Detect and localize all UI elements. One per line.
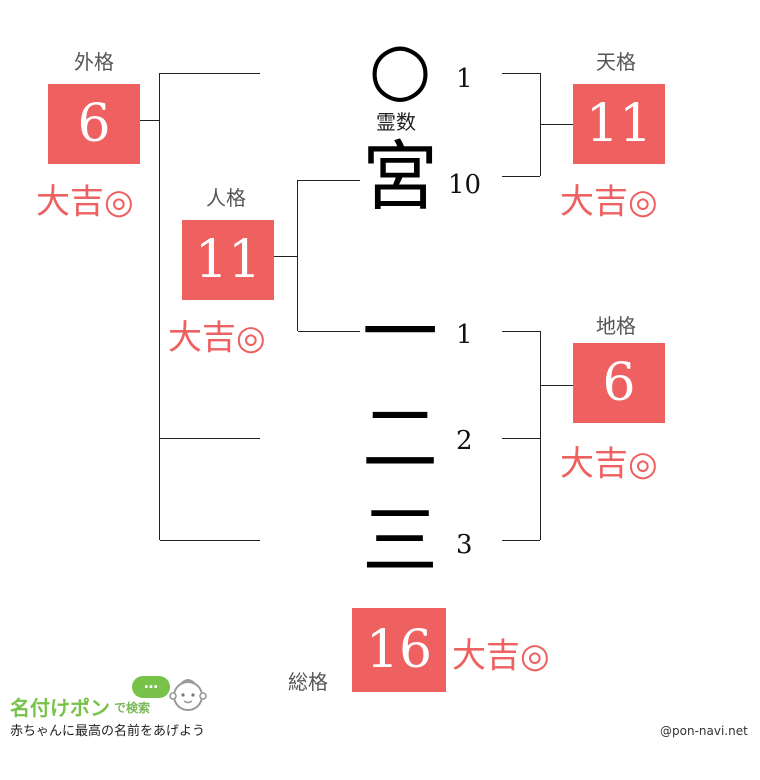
soukaku-value-box: 16 bbox=[352, 608, 446, 692]
chikaku-label: 地格 bbox=[596, 314, 636, 338]
name-char-4: 三 bbox=[362, 496, 438, 585]
jinkaku-value-box: 11 bbox=[182, 220, 274, 300]
name-char-spirit: ○ bbox=[368, 26, 432, 110]
logo-tagline: 赤ちゃんに最高の名前をあげよう bbox=[10, 724, 206, 739]
tenkaku-bracket-vertical bbox=[540, 73, 541, 176]
name-char-3: 二 bbox=[362, 394, 438, 483]
jinkaku-bracket-vertical bbox=[297, 180, 298, 331]
baby-face-icon bbox=[169, 679, 207, 711]
tenkaku-bracket-bottom bbox=[502, 176, 540, 177]
tenkaku-bracket-top bbox=[502, 73, 540, 74]
name-char-2: 一 bbox=[362, 288, 438, 377]
name-char-1: 宮 bbox=[362, 132, 438, 221]
tenkaku-label: 天格 bbox=[596, 50, 636, 74]
soukaku-label: 総格 bbox=[288, 670, 328, 694]
logo-subtitle: で検索 bbox=[114, 701, 151, 715]
stroke-count-3: 2 bbox=[456, 426, 473, 456]
gaikaku-connector bbox=[140, 120, 160, 121]
chikaku-bracket-vertical bbox=[540, 331, 541, 540]
chikaku-value-box: 6 bbox=[573, 343, 665, 423]
reisu-note: 霊数 bbox=[376, 110, 416, 134]
jinkaku-bracket-bottom bbox=[298, 331, 360, 332]
jinkaku-connector bbox=[274, 256, 298, 257]
gaikaku-fortune: 大吉◎ bbox=[36, 182, 134, 222]
stroke-count-1: 10 bbox=[448, 170, 482, 200]
chikaku-bracket-top bbox=[502, 331, 540, 332]
stroke-count-2: 1 bbox=[456, 320, 473, 350]
tenkaku-value-box: 11 bbox=[573, 84, 665, 164]
gaikaku-bracket-mid bbox=[160, 438, 260, 439]
chikaku-bracket-mid bbox=[502, 438, 540, 439]
gaikaku-bracket-top bbox=[160, 73, 260, 74]
gaikaku-bracket-vertical bbox=[159, 73, 160, 540]
jinkaku-fortune: 大吉◎ bbox=[168, 318, 266, 358]
chikaku-bracket-bottom bbox=[502, 540, 540, 541]
jinkaku-label: 人格 bbox=[206, 186, 246, 210]
logo-title: 名付けポン bbox=[10, 696, 110, 720]
gaikaku-bracket-bottom bbox=[160, 540, 260, 541]
chikaku-connector bbox=[541, 385, 573, 386]
stroke-count-4: 3 bbox=[456, 530, 473, 560]
tenkaku-fortune: 大吉◎ bbox=[560, 182, 658, 222]
tenkaku-connector bbox=[541, 124, 573, 125]
speech-bubble-icon: … bbox=[132, 676, 170, 698]
gaikaku-value-box: 6 bbox=[48, 84, 140, 164]
speech-bubble-dots: … bbox=[144, 676, 158, 692]
soukaku-fortune: 大吉◎ bbox=[452, 636, 550, 676]
site-url: @pon-navi.net bbox=[660, 724, 748, 738]
jinkaku-bracket-top bbox=[298, 180, 360, 181]
chikaku-fortune: 大吉◎ bbox=[560, 444, 658, 484]
stroke-count-spirit: 1 bbox=[456, 64, 473, 94]
gaikaku-label: 外格 bbox=[74, 50, 114, 74]
